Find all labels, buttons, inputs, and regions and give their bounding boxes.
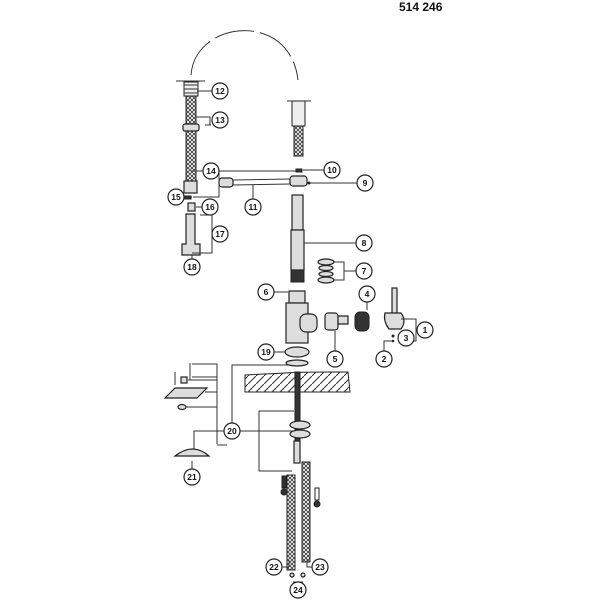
- callout-13: 13: [211, 111, 229, 129]
- svg-text:15: 15: [171, 192, 181, 202]
- svg-text:1: 1: [423, 325, 428, 335]
- callout-20: 20: [223, 422, 241, 440]
- callout-21: 21: [183, 468, 201, 486]
- holder: [181, 213, 201, 256]
- supply-hoses: [280, 461, 321, 578]
- svg-text:21: 21: [187, 472, 197, 482]
- tap-body: [285, 287, 405, 344]
- svg-text:20: 20: [227, 426, 237, 436]
- svg-text:6: 6: [264, 287, 269, 297]
- svg-text:22: 22: [269, 562, 279, 572]
- spout-hose: [287, 100, 311, 173]
- callout-11: 11: [244, 198, 262, 216]
- svg-text:4: 4: [365, 289, 370, 299]
- callout-3: 3: [397, 329, 415, 347]
- svg-text:7: 7: [362, 266, 367, 276]
- svg-text:13: 13: [215, 115, 225, 125]
- callout-12: 12: [211, 82, 229, 100]
- callout-5: 5: [326, 350, 344, 368]
- svg-text:24: 24: [293, 585, 303, 595]
- svg-text:5: 5: [333, 354, 338, 364]
- callout-18: 18: [183, 258, 201, 276]
- svg-text:17: 17: [215, 229, 225, 239]
- svg-text:16: 16: [205, 202, 215, 212]
- callout-6: 6: [257, 283, 275, 301]
- callout-17: 17: [211, 225, 229, 243]
- callout-24: 24: [289, 581, 307, 599]
- shaft: [290, 194, 305, 283]
- svg-text:14: 14: [206, 166, 216, 176]
- svg-text:9: 9: [363, 178, 368, 188]
- svg-text:3: 3: [404, 333, 409, 343]
- callout-16: 16: [201, 198, 219, 216]
- o-rings: [317, 258, 335, 284]
- callout-23: 23: [311, 558, 329, 576]
- svg-text:11: 11: [249, 202, 258, 212]
- callout-15: 15: [167, 188, 185, 206]
- callout-22: 22: [265, 558, 283, 576]
- svg-text:23: 23: [315, 562, 325, 572]
- callout-4: 4: [358, 285, 376, 303]
- spout-arm: [218, 175, 311, 188]
- callout-9: 9: [356, 174, 374, 192]
- callout-8: 8: [355, 234, 373, 252]
- svg-text:19: 19: [261, 347, 271, 357]
- fixing-kit: [163, 363, 294, 472]
- svg-text:10: 10: [327, 165, 337, 175]
- callout-2: 2: [375, 350, 393, 368]
- callout-10: 10: [323, 161, 341, 179]
- callout-19: 19: [257, 343, 275, 361]
- spring-hose: [176, 80, 205, 194]
- svg-text:12: 12: [215, 86, 225, 96]
- spout-arc: [190, 30, 299, 81]
- part-number: 514 246: [399, 0, 443, 14]
- callout-1: 1: [416, 321, 434, 339]
- callout-14: 14: [202, 162, 220, 180]
- callout-7: 7: [355, 262, 373, 280]
- svg-text:18: 18: [187, 262, 197, 272]
- svg-text:8: 8: [362, 238, 367, 248]
- svg-text:2: 2: [382, 354, 387, 364]
